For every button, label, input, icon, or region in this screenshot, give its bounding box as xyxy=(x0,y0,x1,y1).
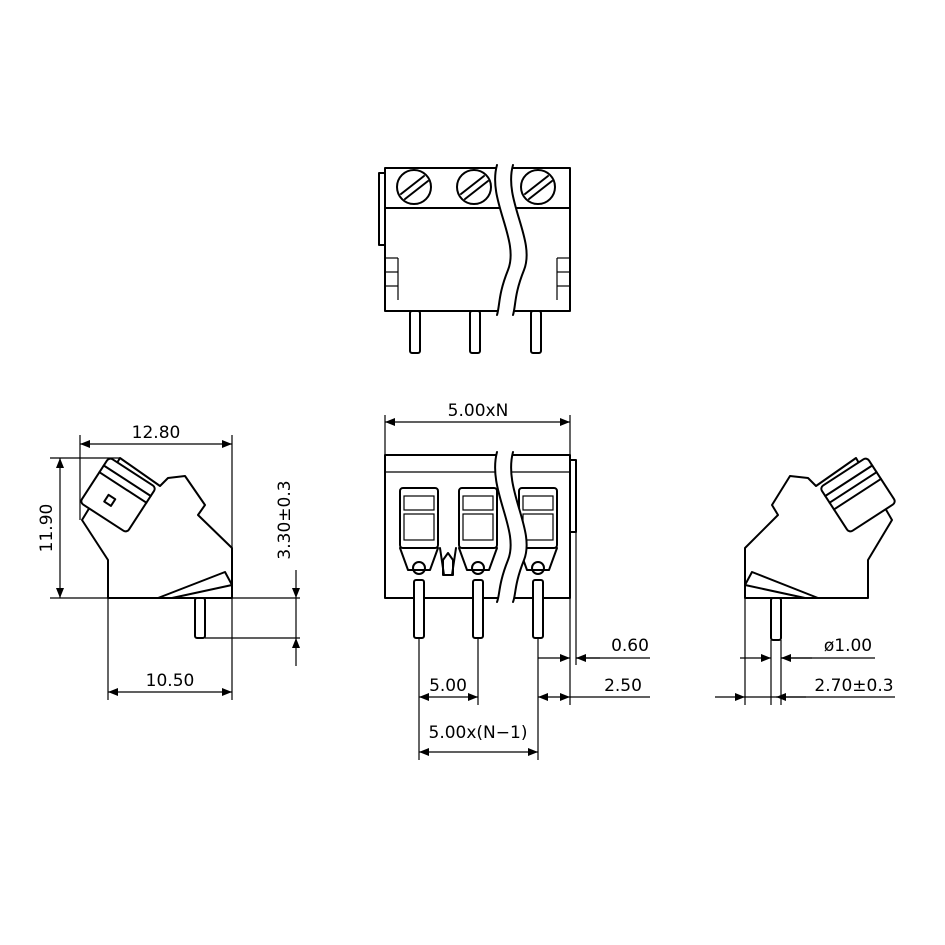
dim-edge-offset: 2.50 xyxy=(604,676,642,696)
pin xyxy=(194,597,206,639)
dim-side-height: 11.90 xyxy=(37,504,57,553)
dim-span: 5.00x(N−1) xyxy=(429,723,528,743)
screw-head-1 xyxy=(396,169,432,205)
pin xyxy=(770,597,782,641)
right-side-view xyxy=(744,457,896,641)
left-side-view xyxy=(80,457,233,639)
dim-pin-offset: 0.60 xyxy=(611,636,649,656)
dim-pin-diameter: ø1.00 xyxy=(824,636,872,656)
dim-pin-length: 3.30±0.3 xyxy=(275,480,295,559)
front-view xyxy=(384,451,577,639)
dim-pin-position: 2.70±0.3 xyxy=(814,676,893,696)
pin xyxy=(469,310,481,354)
pin xyxy=(409,310,421,354)
screw-head-2 xyxy=(456,169,492,205)
pole-3 xyxy=(518,487,558,639)
dimension-labels: 12.80 11.90 3.30±0.3 10.50 5.00xN 5.00 5… xyxy=(37,401,894,743)
dim-side-base: 10.50 xyxy=(146,671,195,691)
dim-total-width: 5.00xN xyxy=(448,401,509,421)
dim-pitch: 5.00 xyxy=(429,676,467,696)
pin xyxy=(530,310,542,354)
dim-side-width: 12.80 xyxy=(132,423,181,443)
pole-2 xyxy=(458,487,498,639)
dimension-lines xyxy=(50,415,895,760)
screw-head-3 xyxy=(520,169,556,205)
pole-1 xyxy=(399,487,439,639)
break-line xyxy=(495,165,527,315)
top-view xyxy=(378,164,571,354)
